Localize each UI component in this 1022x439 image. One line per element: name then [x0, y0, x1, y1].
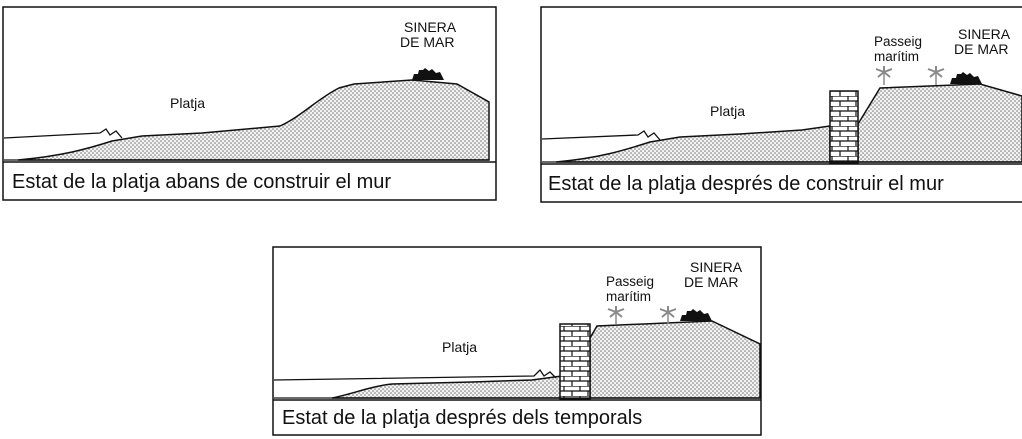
- beach-sand: [331, 375, 563, 399]
- town-label-line2: DE MAR: [954, 41, 1008, 57]
- land-behind-wall: [857, 83, 1022, 163]
- diagram-panel-after-wall: Platja Passeig marítim SINERA DE MAR Est…: [540, 6, 1022, 203]
- panel-caption: Estat de la platja després de construir …: [548, 173, 944, 195]
- palm-tree-icon: [607, 306, 625, 324]
- promenade-label-line1: Passeig: [874, 34, 922, 49]
- town-buildings-icon: [412, 68, 444, 80]
- panel-caption: Estat de la platja abans de construir el…: [12, 171, 391, 193]
- beach-sand: [555, 125, 831, 163]
- promenade-label-line2: marítim: [606, 289, 651, 304]
- town-label-line1: SINERA: [958, 26, 1011, 42]
- panel-2-drawing: Platja Passeig marítim SINERA DE MAR Est…: [540, 6, 1022, 203]
- town-buildings-icon: [950, 72, 982, 84]
- promenade-label-line1: Passeig: [606, 274, 654, 289]
- beach-label: Platja: [710, 103, 745, 119]
- panel-caption: Estat de la platja després dels temporal…: [282, 407, 642, 429]
- town-label-line1: SINERA: [690, 259, 743, 275]
- diagram-panel-after-storms: Platja Passeig marítim SINERA DE MAR Est…: [272, 246, 762, 436]
- town-label-line1: SINERA: [404, 19, 457, 35]
- town-label-line2: DE MAR: [400, 34, 454, 50]
- panel-3-drawing: Platja Passeig marítim SINERA DE MAR Est…: [272, 246, 762, 436]
- beach-sand: [17, 79, 490, 161]
- palm-tree-icon: [659, 306, 677, 324]
- town-label-line2: DE MAR: [684, 274, 738, 290]
- town-buildings-icon: [680, 309, 712, 321]
- sea-waterline: [541, 130, 661, 141]
- sea-waterline: [3, 128, 123, 139]
- land-behind-wall: [589, 320, 761, 399]
- brick-wall-icon: [559, 323, 591, 400]
- diagram-panel-before-wall: Platja SINERA DE MAR Estat de la platja …: [2, 6, 497, 201]
- brick-wall-icon: [829, 90, 859, 164]
- beach-label: Platja: [170, 95, 205, 111]
- promenade-label-line2: marítim: [874, 49, 919, 64]
- palm-tree-icon: [875, 66, 893, 85]
- palm-tree-icon: [927, 66, 945, 85]
- beach-label: Platja: [442, 339, 477, 355]
- sea-waterline: [273, 368, 557, 381]
- panel-1-drawing: Platja SINERA DE MAR Estat de la platja …: [2, 6, 497, 201]
